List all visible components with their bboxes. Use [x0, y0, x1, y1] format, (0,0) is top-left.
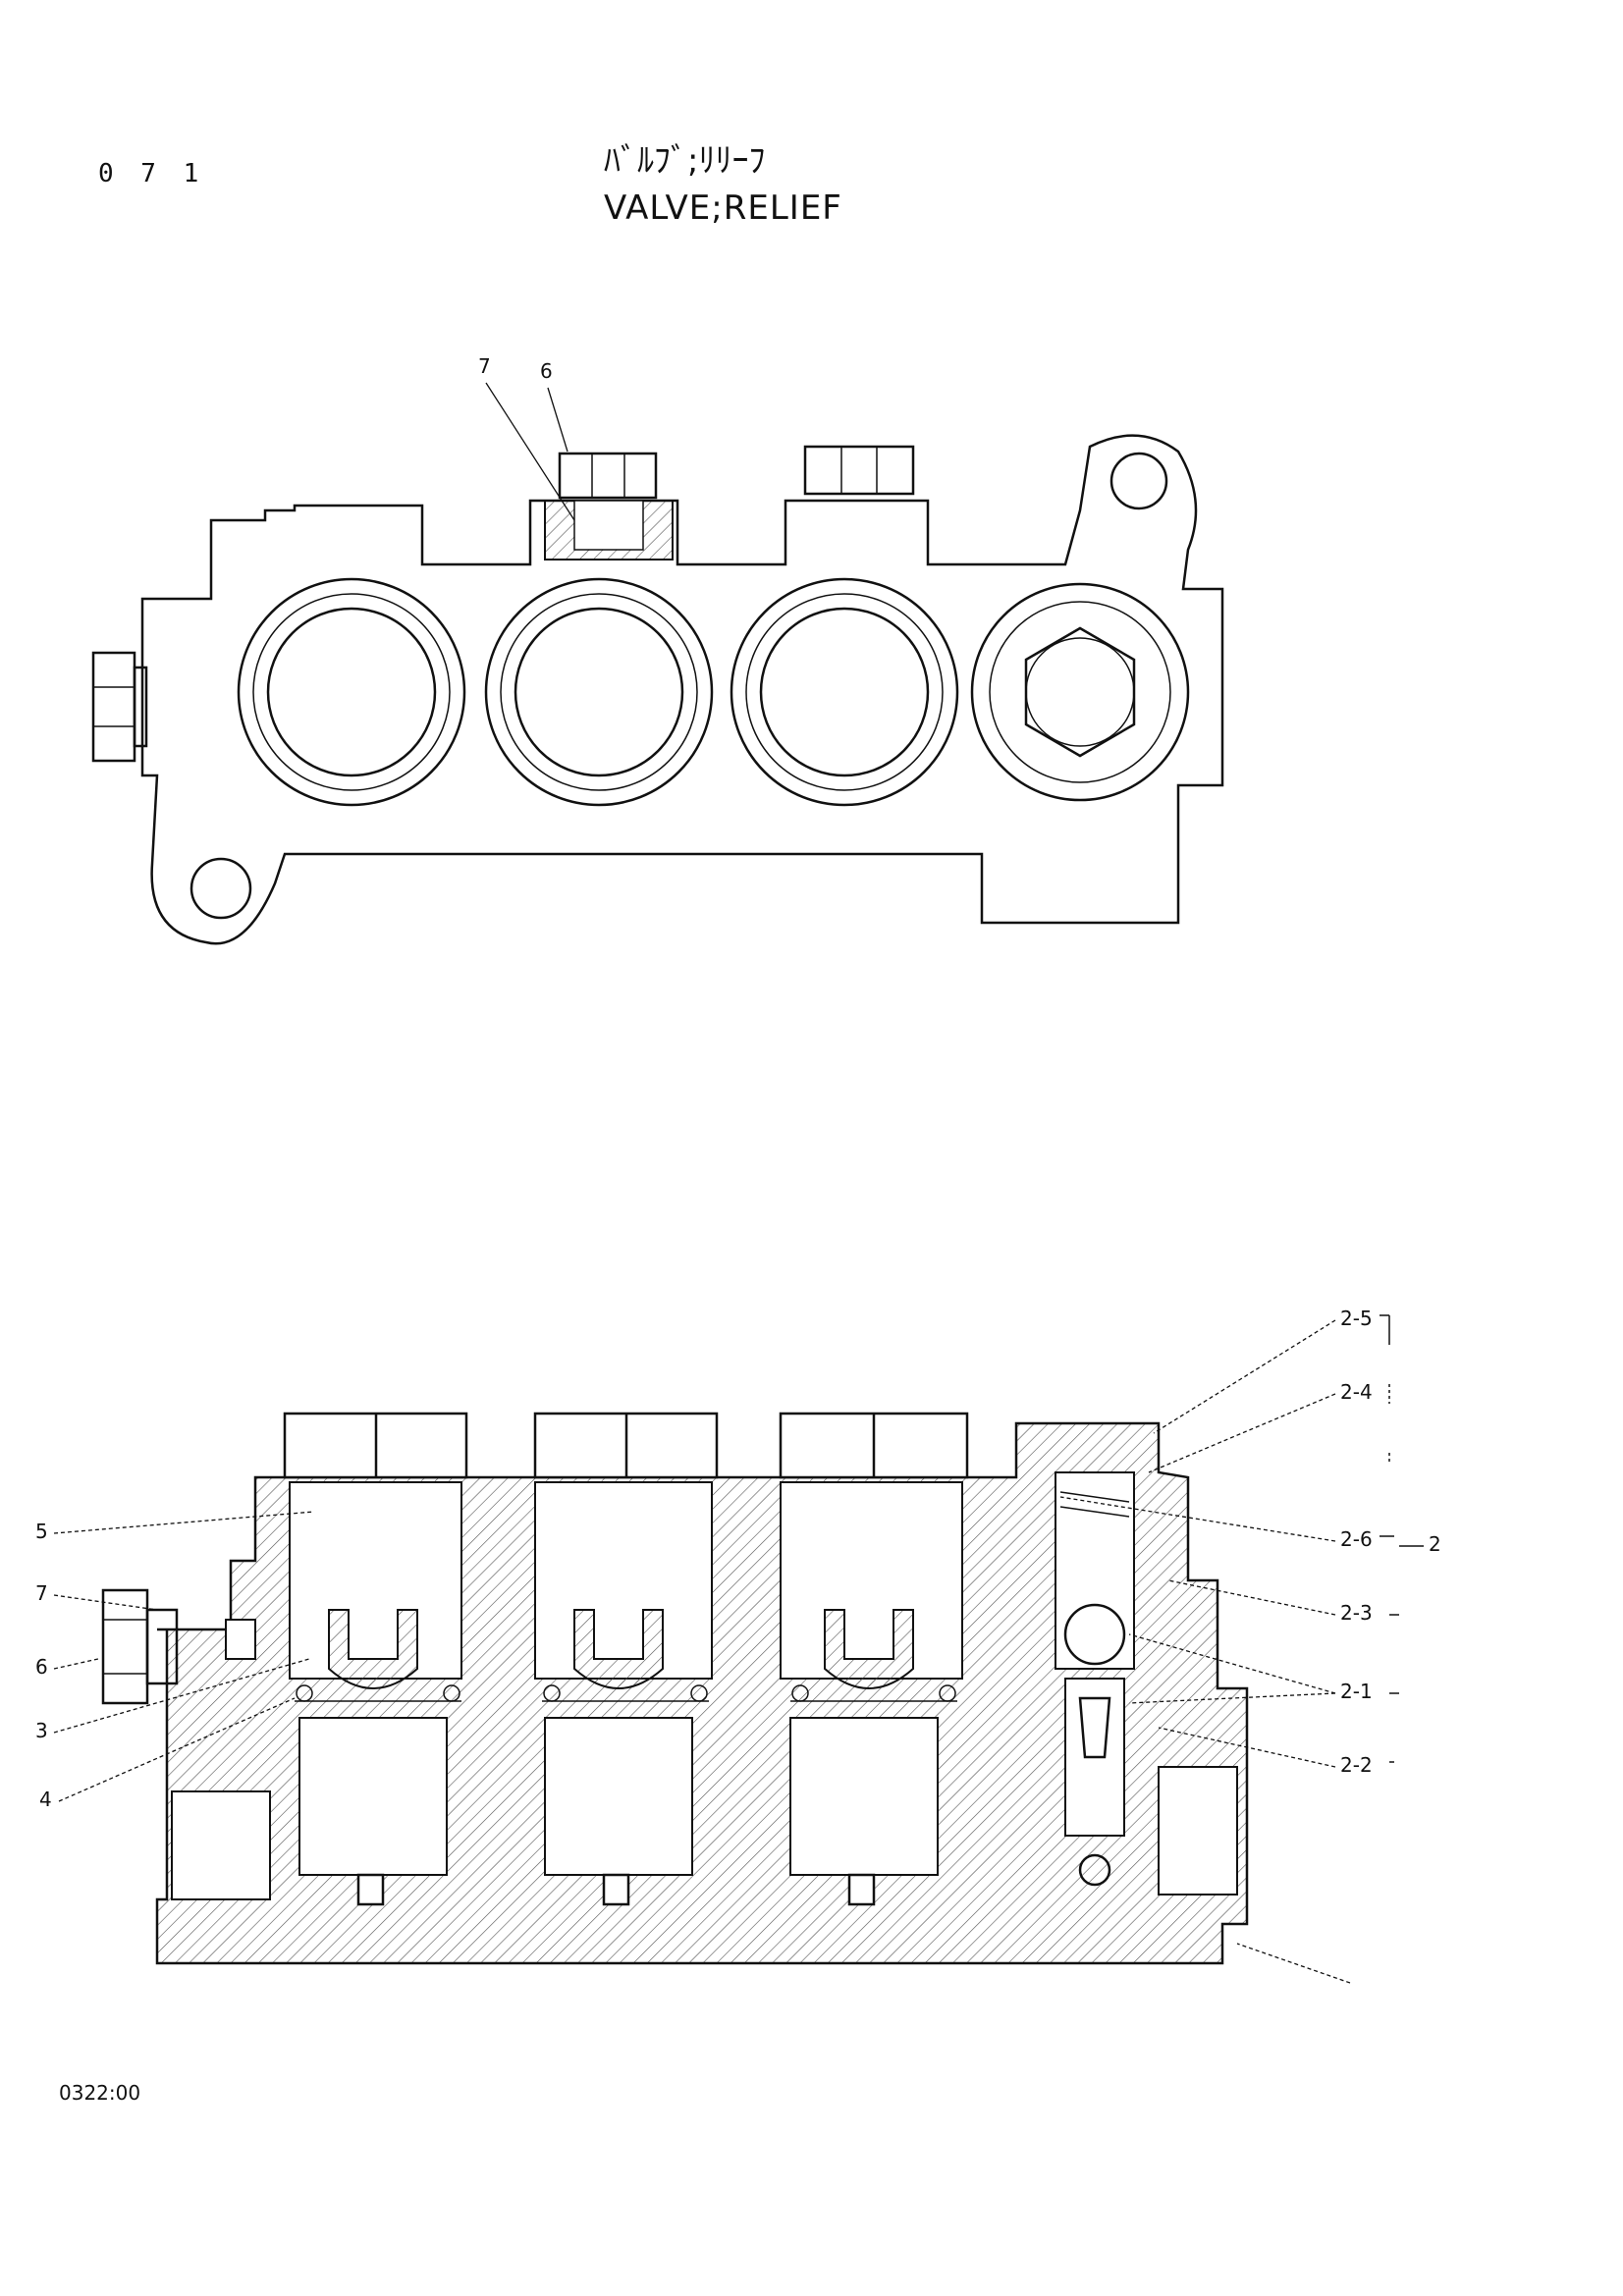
title-english: VALVE;RELIEF	[604, 188, 842, 228]
section-view-drawing: 5 7 6 3 4 2-5 2-4 2-6 2 2-3 2-1 2-2	[35, 1307, 1441, 1984]
callout-2-1: 2-1	[1340, 1680, 1373, 1703]
callout-3: 3	[35, 1719, 48, 1742]
valve-body-outline	[140, 434, 1224, 945]
ports	[237, 577, 1190, 807]
page-number: 0 7 1	[98, 159, 205, 188]
left-plug-6	[101, 1588, 149, 1705]
hex-nut-second	[803, 445, 915, 496]
callout-7-top: 7	[478, 354, 491, 378]
mount-hole-right	[1109, 452, 1168, 510]
cap-bolts	[283, 1412, 969, 1479]
callout-5: 5	[35, 1520, 48, 1543]
hex-nut-6	[558, 452, 658, 500]
callout-2-4: 2-4	[1340, 1380, 1373, 1404]
callout-2-2: 2-2	[1340, 1753, 1373, 1777]
callout-2-6: 2-6	[1340, 1527, 1373, 1551]
left-hex-plug	[91, 651, 136, 763]
callout-2-5: 2-5	[1340, 1307, 1373, 1330]
title-japanese: ﾊﾞﾙﾌﾞ;ﾘﾘｰﾌ	[604, 141, 766, 181]
drawing-code: 0322:00	[59, 2081, 141, 2105]
callout-6: 6	[35, 1655, 48, 1679]
callout-2: 2	[1429, 1532, 1441, 1556]
callout-7: 7	[35, 1581, 48, 1605]
callout-4: 4	[39, 1788, 52, 1811]
callout-6-top: 6	[540, 359, 553, 383]
callout-2-3: 2-3	[1340, 1601, 1373, 1625]
top-view-drawing: 7 6	[91, 354, 1224, 945]
relief-valve-internals	[1059, 1491, 1130, 1887]
mount-hole-left	[189, 857, 252, 920]
